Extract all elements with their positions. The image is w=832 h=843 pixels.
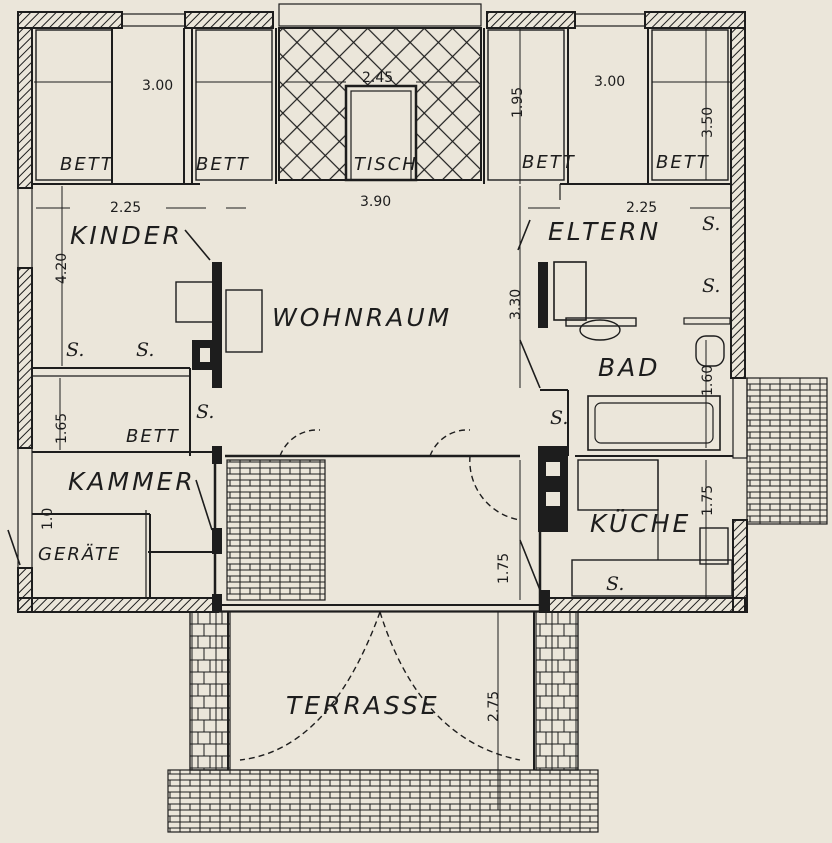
bed-kinder-1: [35, 29, 113, 181]
label-bett-5: BETT: [126, 426, 180, 447]
label-schrank-1: S.: [66, 339, 84, 361]
chimney-right: [538, 262, 548, 328]
dim-geraete-depth: 1.0: [40, 508, 56, 530]
dim-wohnraum-width: 3.90: [360, 194, 391, 210]
room-label-geraete: GERÄTE: [38, 544, 121, 565]
wall-bottom-left: [17, 597, 219, 613]
label-schrank-3: S.: [196, 401, 214, 423]
kinder-desk: [175, 281, 217, 323]
wall-top-left: [17, 11, 123, 29]
chimney-left: [212, 262, 222, 388]
dim-eltern-width: 2.25: [626, 200, 657, 216]
wall-top-right: [644, 11, 746, 29]
kitchen-sink: [699, 527, 729, 565]
dim-kinder-bed: 3.00: [142, 78, 173, 94]
label-bett-1: BETT: [60, 154, 114, 175]
right-stairs: [746, 377, 828, 525]
wall-bottom-right: [539, 597, 746, 613]
bed-eltern-2: [651, 29, 729, 181]
dim-tisch-depth: 1.95: [510, 87, 526, 118]
room-label-eltern: ELTERN: [548, 217, 661, 246]
dim-eltern-depth: 3.30: [508, 289, 524, 320]
dim-terrasse-depth: 2.75: [486, 691, 502, 722]
label-schrank-5: S.: [702, 213, 720, 235]
room-label-terrasse: TERRASSE: [286, 691, 440, 720]
room-label-bad: BAD: [598, 353, 661, 382]
washbasin: [553, 261, 587, 321]
room-label-wohnraum: WOHNRAUM: [272, 303, 452, 332]
wall-left-mid: [17, 267, 33, 449]
dim-kinder-width: 2.25: [110, 200, 141, 216]
label-schrank-2: S.: [136, 339, 154, 361]
dim-tisch-width: 2.45: [362, 70, 393, 86]
bathtub: [587, 395, 721, 451]
tisch-table: [344, 84, 418, 182]
kitchen-counter: [571, 559, 733, 597]
room-label-kinder: KINDER: [70, 221, 183, 250]
label-tisch: TISCH: [354, 154, 418, 175]
dim-hall-depth: 1.75: [496, 553, 512, 584]
dim-eltern-bed: 3.00: [594, 74, 625, 90]
wall-left-upper: [17, 27, 33, 189]
label-schrank-6: S.: [702, 275, 720, 297]
hall-tiles: [226, 459, 326, 601]
dim-bad-depth: 1.60: [700, 365, 716, 396]
chimney-hall: [538, 446, 568, 532]
room-label-kammer: KAMMER: [68, 467, 196, 496]
dim-kueche-depth: 1.75: [700, 485, 716, 516]
label-bett-2: BETT: [196, 154, 250, 175]
wall-top-mid-left: [184, 11, 274, 29]
room-label-kueche: KÜCHE: [590, 509, 691, 538]
label-bett-4: BETT: [656, 152, 710, 173]
dim-eltern-bed-length: 3.50: [700, 107, 716, 138]
wall-top-mid-right: [486, 11, 576, 29]
dim-kammer-depth: 1.65: [54, 413, 70, 444]
label-schrank-7: S.: [606, 573, 624, 595]
terrace-step: [167, 769, 599, 833]
wall-right-upper: [730, 27, 746, 379]
stove: [577, 459, 659, 511]
bed-eltern-1: [487, 29, 565, 181]
bed-kinder-2: [195, 29, 273, 181]
label-bett-3: BETT: [522, 152, 576, 173]
label-schrank-4: S.: [550, 407, 568, 429]
toilet: [695, 335, 725, 367]
